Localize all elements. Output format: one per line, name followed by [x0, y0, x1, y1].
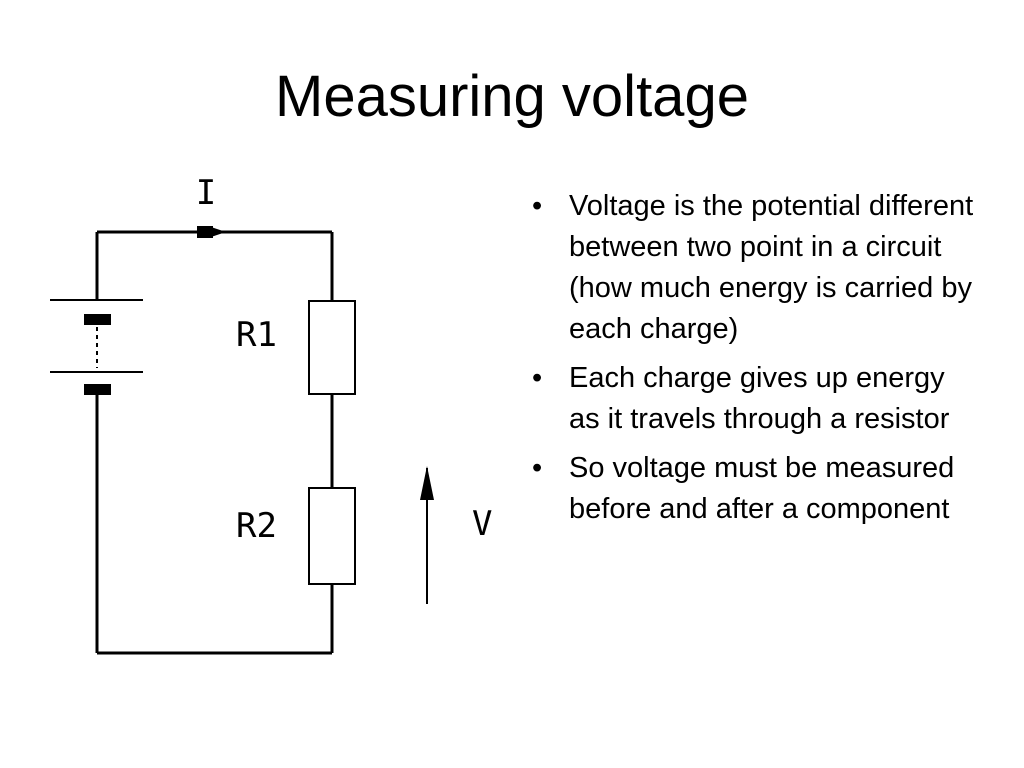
- bullet-text: Voltage is the potential different betwe…: [569, 190, 974, 345]
- bullet-marker: •: [532, 452, 543, 484]
- bullet-item: • Voltage is the potential different bet…: [532, 186, 982, 350]
- bullet-text: Each charge gives up energy as it travel…: [569, 362, 950, 435]
- voltage-arrow-head: [420, 466, 434, 500]
- battery-plate-short-top: [84, 314, 111, 325]
- bullet-item: • Each charge gives up energy as it trav…: [532, 358, 982, 440]
- label-voltage: V: [472, 504, 492, 544]
- resistor-r1: [308, 300, 356, 395]
- label-current: I: [196, 173, 216, 213]
- current-arrow-head: [211, 227, 226, 237]
- bullet-item: • So voltage must be measured before and…: [532, 448, 982, 530]
- battery-plate-short-bottom: [84, 384, 111, 395]
- current-arrow-body: [197, 226, 213, 238]
- bullet-text: So voltage must be measured before and a…: [569, 452, 955, 525]
- slide-title: Measuring voltage: [275, 64, 749, 129]
- resistor-r2: [308, 487, 356, 585]
- bullet-marker: •: [532, 190, 543, 222]
- bullet-marker: •: [532, 362, 543, 394]
- label-r2: R2: [236, 506, 277, 546]
- label-r1: R1: [236, 315, 277, 355]
- bullet-list: • Voltage is the potential different bet…: [532, 186, 982, 538]
